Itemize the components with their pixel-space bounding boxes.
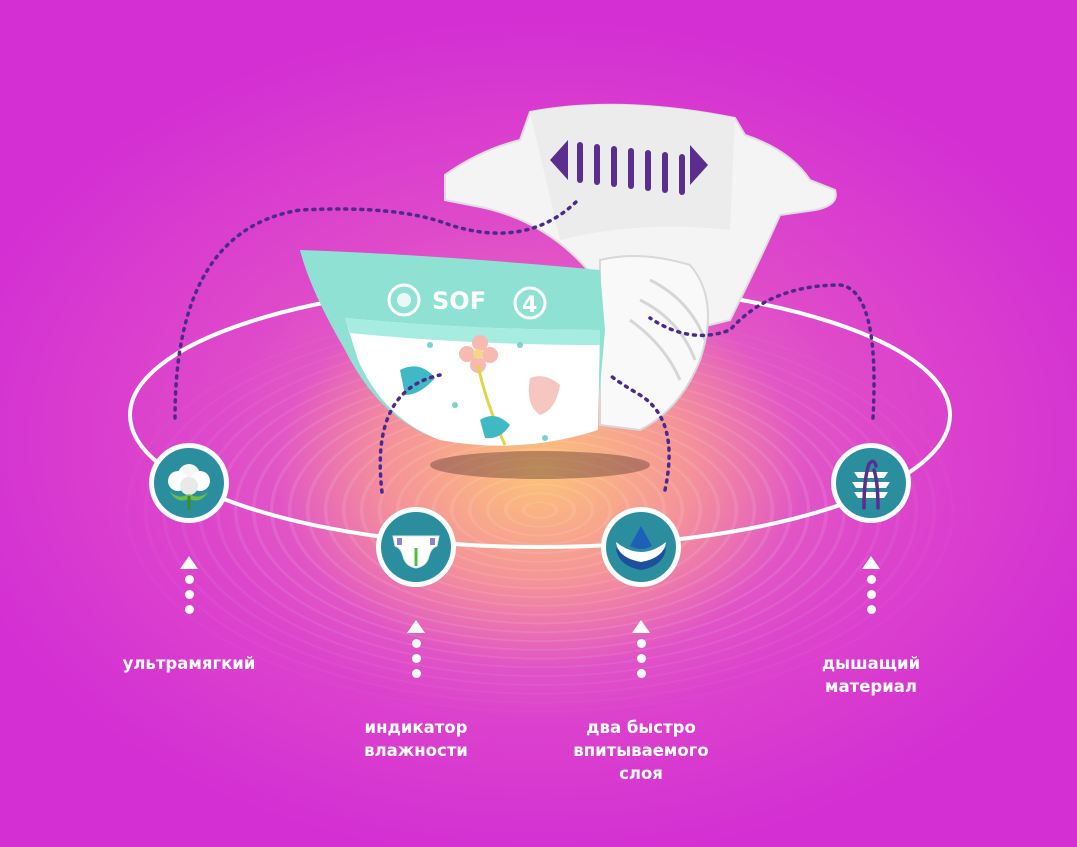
feature-indicator-badge [376, 507, 456, 587]
absorbent-layers-icon [616, 526, 666, 570]
cotton-icon [168, 464, 210, 510]
flower-print [459, 335, 507, 446]
diaper-shadow [430, 451, 650, 479]
diaper-front: SOF 4 [300, 250, 605, 446]
diaper-indicator-icon [392, 535, 440, 569]
stretch-arrow-right [690, 145, 708, 185]
connector-breathable [648, 283, 876, 420]
logo-badge-left [387, 283, 421, 317]
size-number: 4 [522, 293, 537, 318]
stretch-arrow-left [550, 140, 568, 180]
feature-absorbent-badge [601, 507, 681, 587]
connector-lines [173, 196, 876, 494]
label-ultrasoft: ультрамягкий [122, 654, 256, 673]
arrow-ultrasoft [179, 556, 199, 614]
connector-indicator [378, 373, 442, 494]
label-absorbent-layers: два быстро впитываемого слоя [573, 718, 709, 783]
label-wetness-indicator: индикатор влажности [364, 718, 468, 760]
size-badge [513, 286, 547, 320]
feature-ultrasoft-badge [149, 443, 229, 523]
arrow-breathable [861, 556, 881, 614]
connector-ultrasoft [173, 196, 582, 420]
arrow-indicator [406, 620, 426, 678]
brand-mark: SOF [432, 287, 486, 315]
breathable-material-icon [852, 459, 890, 510]
feature-breathable-badge [831, 443, 911, 523]
bottle-print [528, 376, 560, 415]
connector-absorbent [608, 373, 671, 492]
label-breathable: дышащий материал [821, 654, 921, 696]
arrow-absorbent [631, 620, 651, 678]
